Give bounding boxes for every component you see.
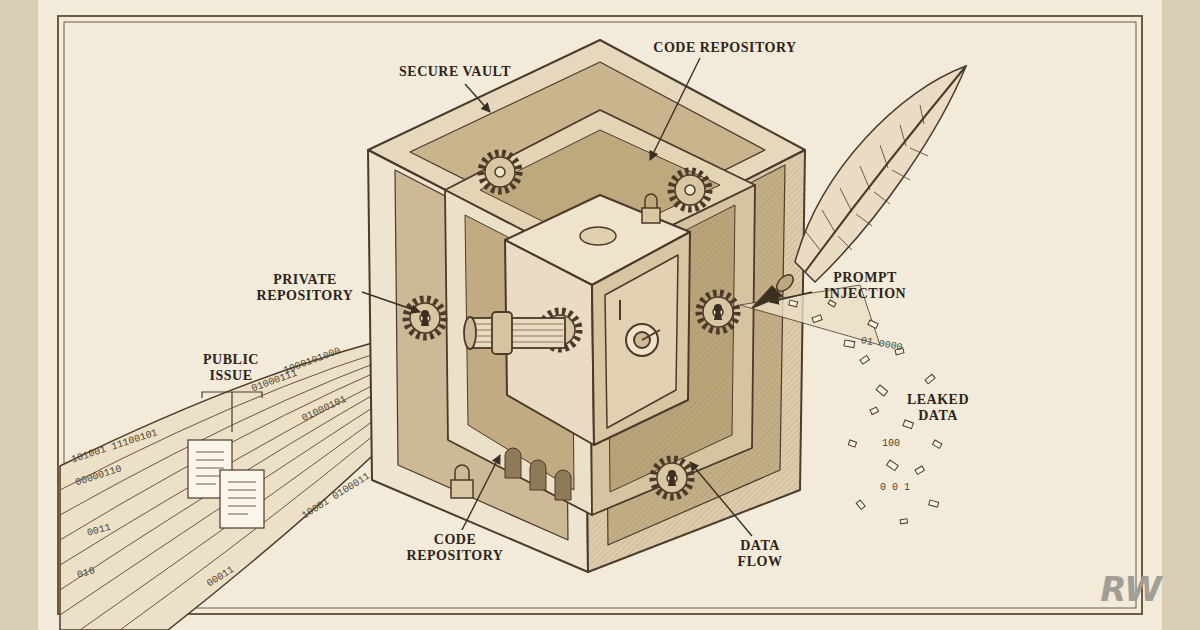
injection-spray bbox=[903, 420, 914, 429]
leader-lines bbox=[650, 58, 700, 160]
quill bbox=[752, 286, 782, 308]
padlocks bbox=[451, 194, 660, 498]
callout-label: SECURE VAULT bbox=[385, 64, 525, 80]
binary-text: 0 0 1 bbox=[880, 482, 940, 494]
injection-spray bbox=[915, 466, 924, 474]
gears bbox=[406, 299, 444, 337]
pipe bbox=[492, 312, 512, 354]
callout-label: PROMPT INJECTION bbox=[810, 270, 920, 302]
callout-label: CODE REPOSITORY bbox=[395, 532, 515, 564]
callout-label: PUBLIC ISSUE bbox=[195, 352, 267, 384]
quill bbox=[752, 66, 966, 308]
injection-spray bbox=[876, 385, 888, 396]
keyholes bbox=[421, 304, 722, 486]
padlocks bbox=[455, 465, 469, 480]
keyholes bbox=[668, 476, 676, 486]
injection-spray bbox=[900, 519, 908, 524]
injection-spray bbox=[848, 440, 856, 447]
vault-safe bbox=[592, 232, 690, 445]
leader-lines bbox=[362, 58, 812, 536]
quill bbox=[805, 66, 966, 272]
keyholes bbox=[421, 316, 429, 326]
injection-spray bbox=[870, 407, 878, 414]
injection-spray bbox=[812, 315, 822, 323]
gears bbox=[481, 153, 519, 191]
injection-spray bbox=[844, 340, 855, 348]
injection-spray bbox=[925, 374, 935, 384]
injection-spray bbox=[789, 300, 798, 307]
callout-label: LEAKED DATA bbox=[900, 392, 976, 424]
issue-documents bbox=[202, 392, 262, 432]
vault-safe bbox=[620, 300, 660, 340]
parchment bbox=[58, 16, 1142, 614]
issue-documents bbox=[220, 470, 264, 528]
pipe bbox=[464, 317, 476, 349]
callout-label: PRIVATE REPOSITORY bbox=[250, 272, 360, 304]
binary-text: 100 bbox=[882, 438, 932, 450]
callout-label: DATA FLOW bbox=[725, 538, 795, 570]
injection-spray bbox=[887, 460, 899, 471]
pipe bbox=[464, 312, 565, 354]
gears bbox=[653, 459, 691, 497]
pipe bbox=[472, 324, 563, 342]
padlocks bbox=[642, 208, 660, 223]
pipe bbox=[470, 318, 565, 348]
vault-safe bbox=[580, 227, 616, 245]
injection-spray bbox=[856, 500, 865, 509]
padlocks bbox=[451, 480, 473, 498]
gears bbox=[406, 153, 737, 497]
parchment bbox=[38, 0, 1162, 630]
gears bbox=[699, 293, 737, 331]
leader-lines bbox=[362, 292, 420, 312]
leader-lines bbox=[462, 455, 500, 530]
parchment bbox=[38, 0, 1162, 630]
injection-spray bbox=[929, 500, 939, 507]
gears bbox=[671, 171, 709, 209]
injection-spray bbox=[868, 320, 878, 328]
quill bbox=[806, 105, 928, 250]
vault-middle bbox=[505, 448, 571, 500]
injection-spray bbox=[860, 355, 869, 364]
vault-safe bbox=[605, 255, 678, 428]
vault-middle bbox=[480, 130, 720, 245]
vault-middle bbox=[445, 110, 755, 515]
quill bbox=[795, 66, 966, 282]
injection-spray bbox=[933, 440, 942, 448]
issue-documents bbox=[188, 392, 264, 528]
leader-lines bbox=[465, 84, 490, 112]
watermark: RW bbox=[1095, 570, 1165, 609]
keyholes bbox=[714, 310, 722, 320]
leader-lines bbox=[690, 462, 752, 536]
padlocks bbox=[645, 194, 657, 208]
callout-label: CODE REPOSITORY bbox=[640, 40, 810, 56]
leader-lines bbox=[770, 292, 812, 302]
issue-documents bbox=[228, 482, 256, 514]
parchment bbox=[64, 22, 1136, 608]
vault-outer bbox=[368, 40, 805, 572]
